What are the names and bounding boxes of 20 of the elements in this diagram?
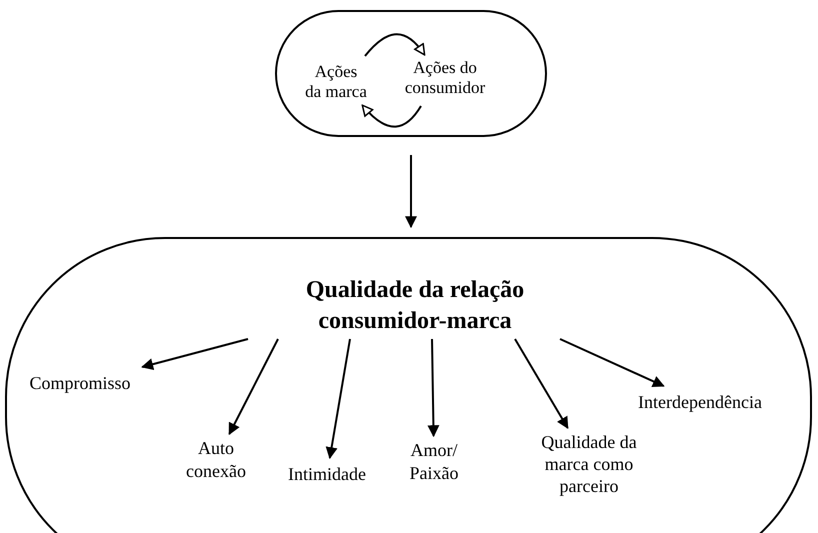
node-label: Ações do consumidor [399, 58, 491, 98]
arrow [514, 338, 569, 430]
node-label: Intimidade [279, 461, 375, 488]
node-label: Ações da marca [305, 62, 367, 102]
arrow [364, 33, 426, 57]
arrow [560, 338, 665, 387]
arrow [326, 338, 351, 460]
node-label: Interdependência [625, 389, 775, 416]
rounded-capsule [275, 10, 547, 137]
node-label: Compromisso [15, 370, 145, 397]
arrow [141, 338, 248, 370]
node-label: Qualidade da marca como parceiro [537, 431, 641, 497]
node-label: Amor/ Paixão [405, 439, 463, 485]
arrow [405, 155, 417, 228]
arrow [427, 338, 440, 438]
node-label: Auto conexão [183, 437, 249, 483]
arrow [228, 338, 279, 436]
rounded-capsule [5, 237, 812, 533]
arrow [362, 104, 422, 128]
heading-label: Qualidade da relação consumidor-marca [255, 275, 575, 337]
